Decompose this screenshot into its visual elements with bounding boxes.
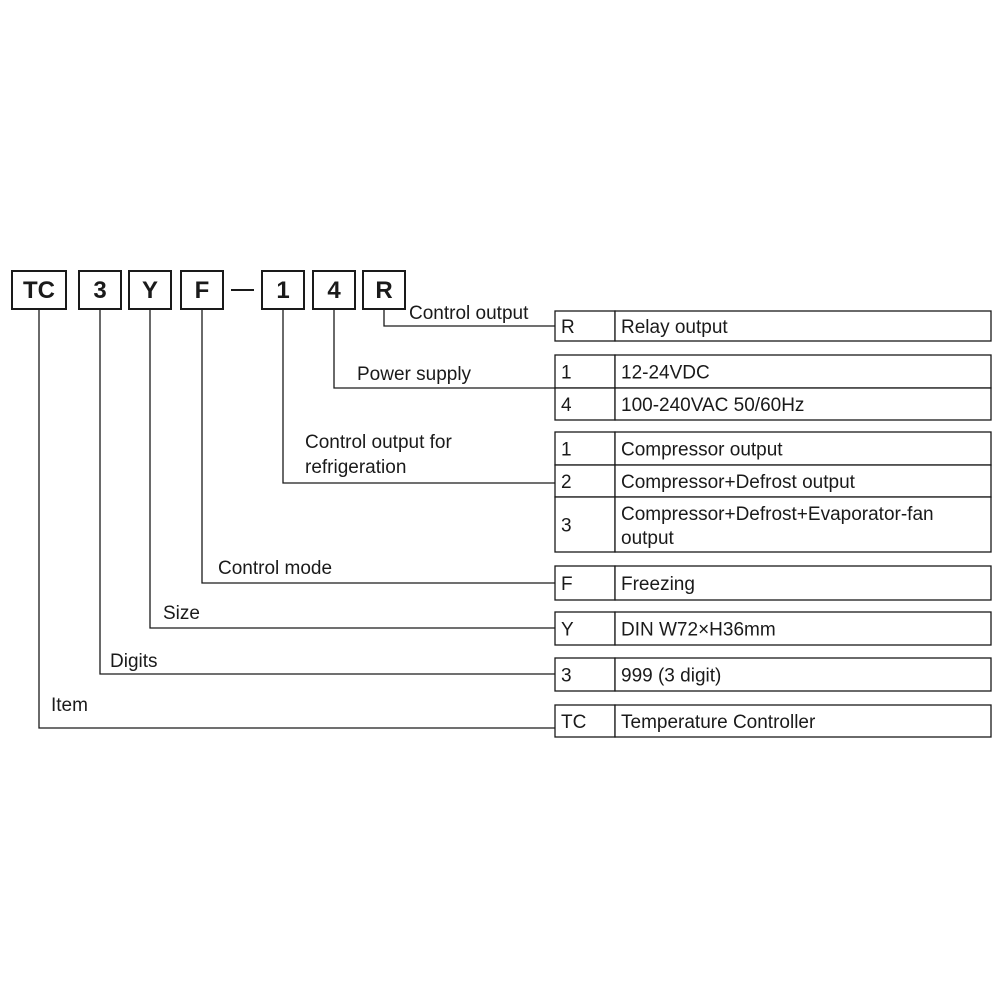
option-description: Compressor+Defrost+Evaporator-fan — [621, 504, 934, 525]
option-code-cell — [554, 704, 616, 738]
leader-line-refrigeration-output — [282, 309, 555, 484]
option-desc-cell — [614, 704, 992, 738]
leader-line-control-mode — [201, 309, 555, 584]
leader-line-digits — [99, 309, 555, 675]
code-segment-5: 4 — [327, 277, 341, 304]
leader-line-size — [149, 309, 555, 629]
code-box-3 — [180, 270, 224, 310]
code-segment-1: 3 — [93, 277, 106, 304]
option-code-cell — [554, 464, 616, 498]
option-desc-cell — [614, 496, 992, 553]
leader-line-item — [38, 309, 555, 729]
option-desc-cell — [614, 464, 992, 498]
option-description: output — [621, 528, 675, 549]
option-code-cell — [554, 657, 616, 692]
group-label-size: Size — [163, 603, 200, 624]
group-label-control-output: Control output — [409, 303, 529, 324]
option-code-cell — [554, 354, 616, 389]
option-description: Temperature Controller — [621, 712, 816, 733]
code-segment-4: 1 — [276, 277, 289, 304]
option-code: F — [561, 574, 573, 595]
code-segment-2: Y — [142, 277, 158, 304]
leader-line-control-output — [383, 309, 555, 327]
option-description: DIN W72×H36mm — [621, 620, 776, 641]
code-segment-6: R — [375, 277, 392, 304]
option-code: 2 — [561, 472, 572, 493]
code-segments: TC 3 Y F 1 4 R — [11, 270, 406, 310]
option-code: TC — [561, 712, 586, 733]
code-segment-0: TC — [23, 277, 55, 304]
code-segment-3: F — [195, 277, 210, 304]
option-description: Compressor+Defrost output — [621, 472, 856, 493]
option-code: Y — [561, 620, 574, 641]
option-code: 3 — [561, 666, 572, 687]
group-label-control-mode: Control mode — [218, 558, 332, 579]
option-code: R — [561, 317, 575, 338]
leader-line-power-supply — [333, 309, 555, 389]
option-description: Freezing — [621, 574, 695, 595]
option-description: 999 (3 digit) — [621, 666, 721, 687]
group-label-item: Item — [51, 695, 88, 716]
group-power-supply: Power supply 1 12-24VDC 4 100-240VAC 50/60Hz — [333, 309, 992, 421]
option-desc-cell — [614, 310, 992, 342]
option-description: Compressor output — [621, 440, 783, 461]
option-code: 3 — [561, 516, 572, 537]
option-desc-cell — [614, 611, 992, 646]
option-code-cell — [554, 611, 616, 646]
option-desc-cell — [614, 657, 992, 692]
group-label-refrigeration-output-1: refrigeration — [305, 457, 406, 478]
option-desc-cell — [614, 565, 992, 601]
option-description: 12-24VDC — [621, 363, 710, 384]
group-digits: Digits 3 999 (3 digit) — [99, 309, 992, 692]
option-desc-cell — [614, 387, 992, 421]
option-code-cell — [554, 310, 616, 342]
option-code-cell — [554, 387, 616, 421]
group-label-digits: Digits — [110, 651, 158, 672]
option-code-cell — [554, 496, 616, 553]
option-description: 100-240VAC 50/60Hz — [621, 395, 804, 416]
group-label-refrigeration-output-0: Control output for — [305, 432, 452, 453]
group-label-power-supply: Power supply — [357, 364, 472, 385]
option-code: 1 — [561, 440, 572, 461]
option-code: 1 — [561, 363, 572, 384]
option-description: Relay output — [621, 317, 728, 338]
code-box-5 — [312, 270, 356, 310]
option-code: 4 — [561, 395, 572, 416]
